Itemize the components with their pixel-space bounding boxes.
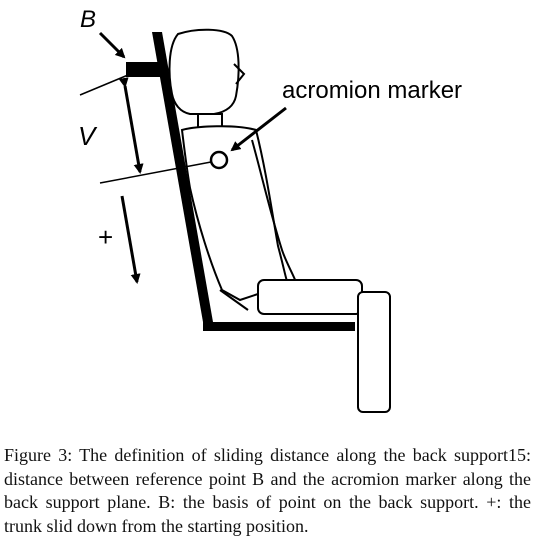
reference-line-top	[79, 74, 129, 96]
marker-pointer-arrow	[230, 106, 287, 152]
seated-figure	[168, 28, 391, 413]
head	[168, 28, 240, 115]
distance-arrow-v	[118, 77, 144, 174]
arm	[251, 139, 297, 283]
chair	[126, 32, 355, 331]
label-acromion-marker: acromion marker	[282, 77, 462, 104]
seat-base	[203, 322, 355, 331]
sliding-distance-diagram: B V + acromion marker	[78, 6, 462, 413]
caption-text: : The definition of sliding distance alo…	[4, 445, 531, 536]
label-plus: +	[98, 222, 113, 252]
acromion-marker-dot	[209, 150, 229, 170]
figure-label: Figure 3	[4, 445, 68, 465]
thigh	[257, 279, 363, 315]
label-b: B	[80, 6, 96, 33]
figure-caption: Figure 3: The definition of sliding dist…	[4, 444, 531, 538]
label-v: V	[78, 121, 98, 151]
b-pointer-arrow	[98, 31, 126, 59]
ear	[233, 63, 246, 85]
slide-direction-arrow	[120, 195, 141, 284]
back-support	[152, 32, 213, 322]
reference-block-B	[126, 62, 162, 77]
lower-leg	[357, 291, 391, 413]
torso	[180, 125, 290, 302]
reference-line-bottom	[99, 161, 212, 184]
